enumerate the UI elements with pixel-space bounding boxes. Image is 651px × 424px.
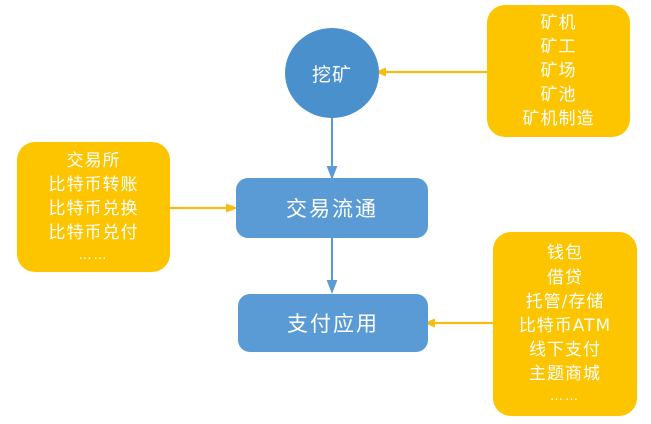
group-mining-line-4: 矿池 bbox=[540, 85, 577, 106]
group-exchange-line-3: 比特币兑换 bbox=[48, 198, 139, 219]
group-payment[interactable]: 钱包 借贷 托管/存储 比特币ATM 线下支付 主题商城 …… bbox=[493, 232, 637, 416]
group-payment-ellipsis: …… bbox=[550, 389, 580, 405]
group-exchange-line-2: 比特币转账 bbox=[48, 174, 139, 195]
group-exchange[interactable]: 交易所 比特币转账 比特币兑换 比特币兑付 …… bbox=[17, 142, 170, 272]
node-payment[interactable]: 支付应用 bbox=[238, 294, 428, 352]
group-exchange-line-4: 比特币兑付 bbox=[48, 222, 139, 243]
group-payment-line-6: 主题商城 bbox=[529, 364, 601, 385]
node-mining[interactable]: 挖矿 bbox=[285, 28, 379, 118]
connector-mining-group-to-mining bbox=[373, 62, 489, 82]
group-mining-line-1: 矿机 bbox=[540, 12, 577, 33]
group-mining[interactable]: 矿机 矿工 矿场 矿池 矿机制造 bbox=[487, 5, 630, 137]
connector-exchange-group-to-circulation bbox=[168, 198, 240, 218]
connector-circulation-to-payment bbox=[323, 238, 341, 296]
group-exchange-ellipsis: …… bbox=[78, 248, 109, 264]
group-payment-line-2: 借贷 bbox=[547, 267, 583, 288]
node-circulation-label: 交易流通 bbox=[286, 197, 378, 221]
connector-payment-group-to-payment bbox=[422, 313, 498, 333]
group-payment-line-3: 托管/存储 bbox=[525, 291, 605, 312]
connector-mining-to-circulation bbox=[323, 112, 341, 182]
node-payment-label: 支付应用 bbox=[287, 312, 379, 336]
group-payment-line-4: 比特币ATM bbox=[518, 315, 612, 336]
group-payment-line-1: 钱包 bbox=[547, 243, 583, 264]
group-payment-line-5: 线下支付 bbox=[529, 339, 601, 360]
group-mining-line-5: 矿机制造 bbox=[522, 109, 595, 130]
node-circulation[interactable]: 交易流通 bbox=[236, 178, 428, 238]
node-mining-label: 挖矿 bbox=[311, 63, 352, 86]
group-mining-line-2: 矿工 bbox=[540, 36, 577, 57]
group-exchange-line-1: 交易所 bbox=[66, 150, 121, 171]
group-mining-line-3: 矿场 bbox=[540, 60, 577, 81]
